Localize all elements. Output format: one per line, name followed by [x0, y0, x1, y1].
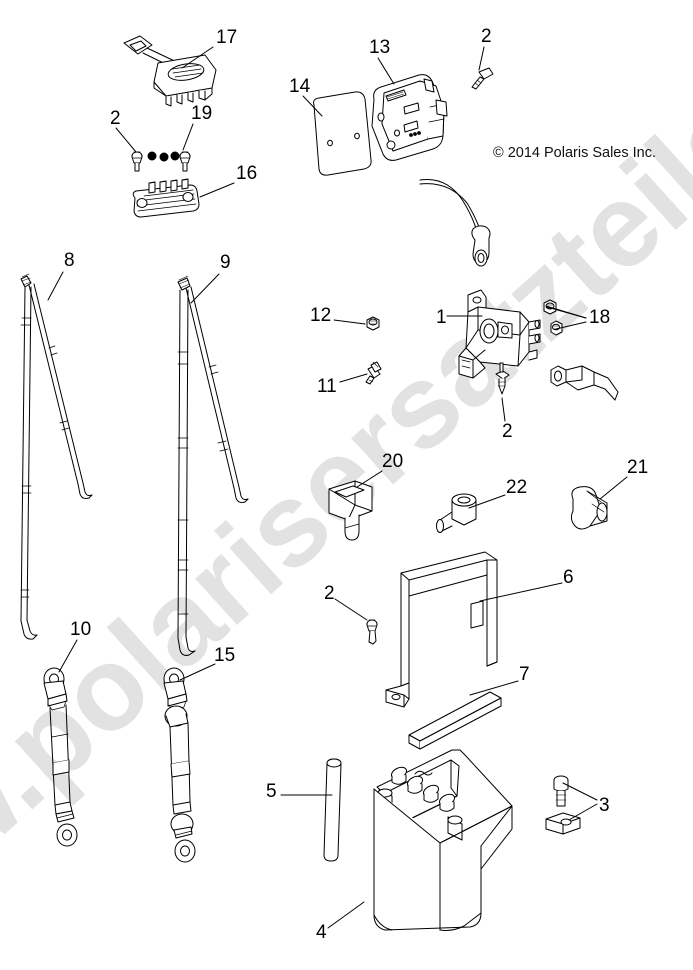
callout-7: 7 — [519, 664, 530, 685]
part-11-bolt-stud — [365, 361, 382, 385]
part-17-fuse-puller — [123, 35, 217, 107]
callout-17: 17 — [216, 27, 238, 48]
part-6-hold-down-bracket — [385, 551, 498, 708]
part-2-screw-solenoid — [495, 362, 510, 395]
callout-19: 19 — [191, 103, 213, 124]
part-8-long-cable — [20, 273, 93, 640]
part-2-screw-right — [179, 151, 191, 172]
part-1-starter-solenoid — [458, 289, 541, 379]
callout-18: 18 — [589, 307, 611, 328]
part-2-screw-top — [471, 67, 494, 90]
callout-6: 6 — [563, 567, 574, 588]
callout-14: 14 — [289, 76, 311, 97]
callout-12: 12 — [310, 305, 332, 326]
leader-lines — [47, 46, 628, 929]
part-2-screw-left — [131, 151, 143, 172]
callout-3: 3 — [599, 795, 610, 816]
part-4-battery — [373, 749, 513, 931]
callout-1: 1 — [436, 307, 447, 328]
callout-8: 8 — [64, 250, 75, 271]
callout-13: 13 — [369, 37, 391, 58]
callout-9: 9 — [220, 252, 231, 273]
callout-4: 4 — [316, 922, 327, 943]
callout-21: 21 — [627, 457, 649, 478]
part-15-positive-cable — [163, 667, 196, 863]
callout-2-a: 2 — [110, 108, 121, 129]
part-13-ecu-module — [371, 74, 448, 161]
part-7-battery-pad — [408, 691, 502, 750]
callout-20: 20 — [382, 451, 404, 472]
part-10-ground-cable — [43, 667, 78, 847]
part-16-fuse-block — [132, 178, 200, 218]
part-20-relay — [328, 480, 373, 541]
part-21-boot-cover — [570, 486, 608, 530]
part-9-long-cable — [177, 275, 249, 656]
copyright-notice: © 2014 Polaris Sales Inc. — [493, 145, 657, 161]
callout-2-d: 2 — [324, 583, 335, 604]
callout-22: 22 — [506, 477, 528, 498]
part-14-cover-plate — [313, 91, 372, 176]
callout-5: 5 — [266, 781, 277, 802]
callout-11: 11 — [317, 376, 337, 397]
part-22-tee-connector — [436, 493, 477, 533]
part-18-nut-lower — [550, 320, 563, 336]
callout-2-c: 2 — [502, 421, 513, 442]
part-19-fuses — [147, 151, 180, 162]
callout-2-b: 2 — [481, 26, 492, 47]
callout-15: 15 — [214, 645, 236, 666]
callout-10: 10 — [70, 619, 92, 640]
part-12-nut — [366, 316, 380, 331]
part-5-vent-tube — [323, 758, 342, 862]
cable-to-solenoid — [419, 178, 491, 267]
part-2-screw-bracket — [366, 619, 378, 645]
cable-lug-right — [550, 365, 619, 401]
callout-16: 16 — [236, 163, 258, 184]
